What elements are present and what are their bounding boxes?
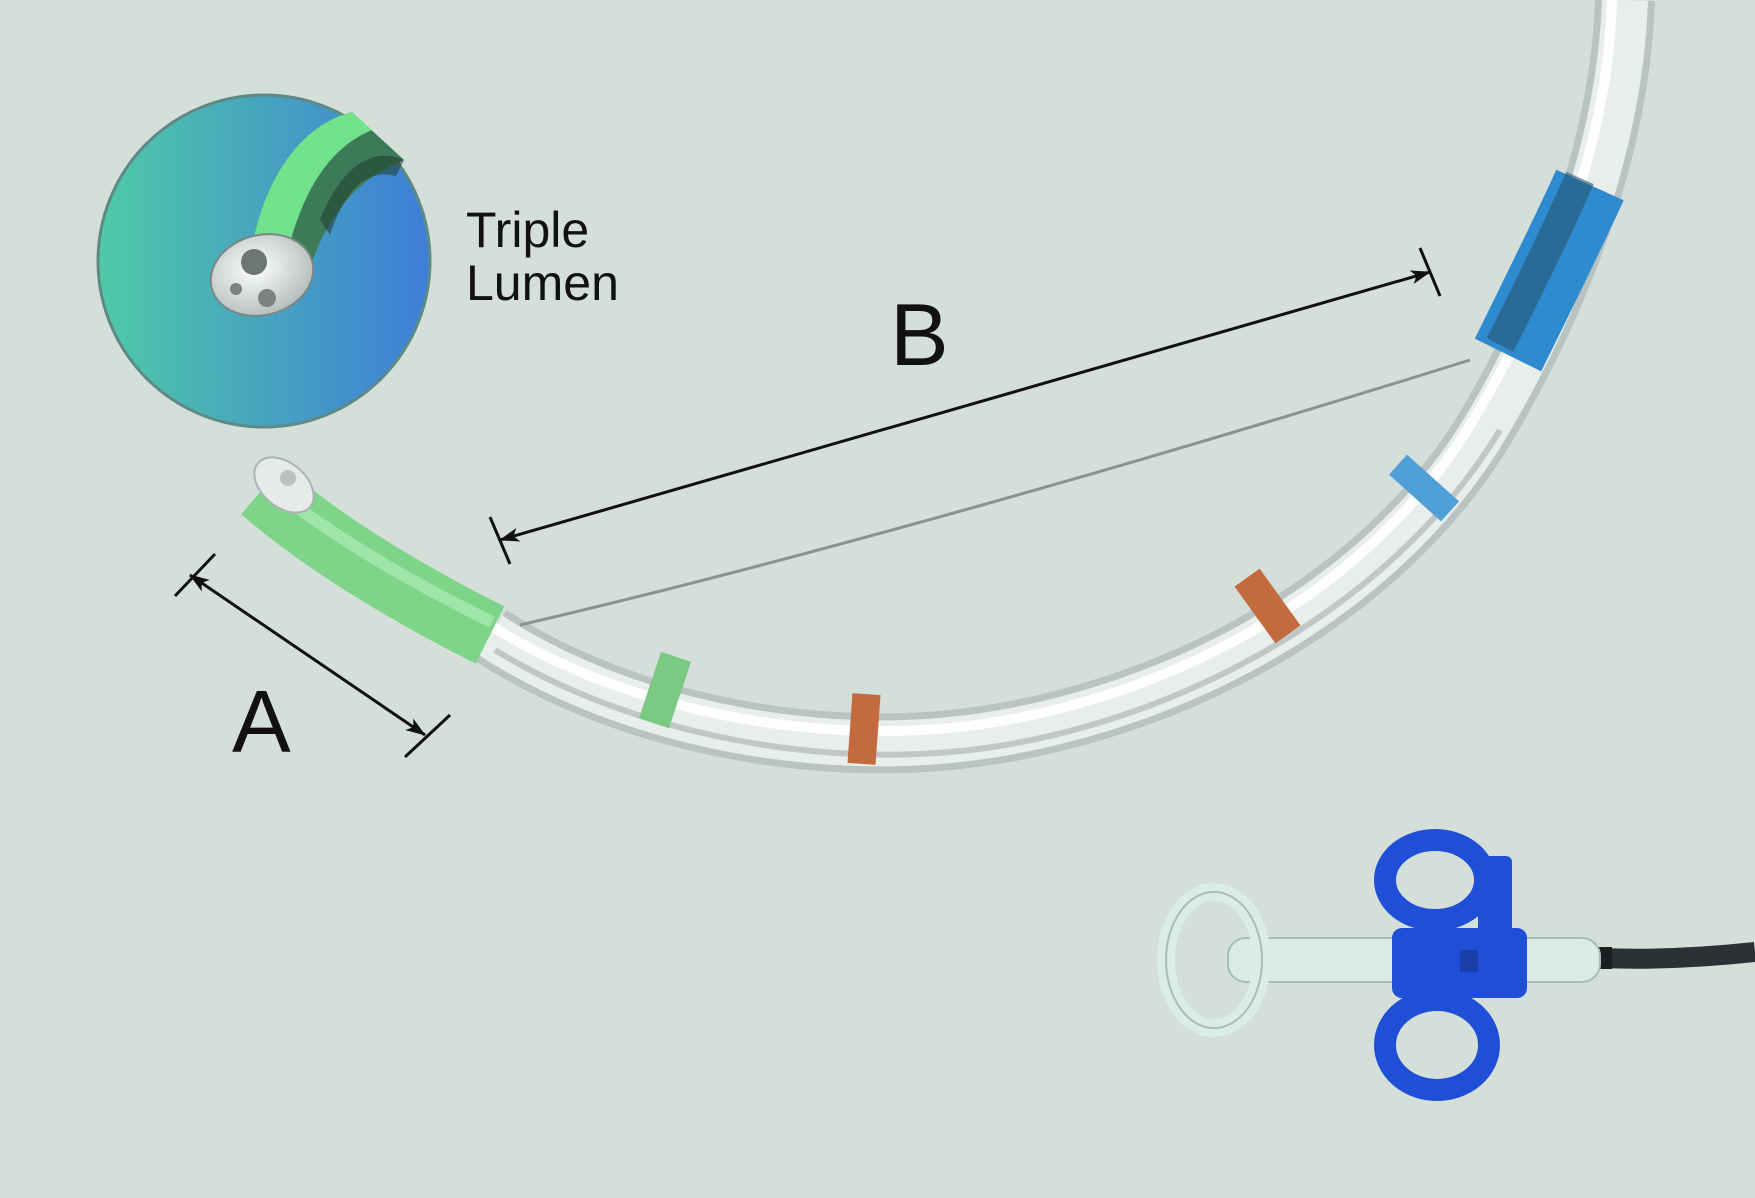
dimension-a — [173, 552, 452, 759]
band-orange-1 — [847, 693, 881, 765]
band-green — [638, 651, 692, 729]
dimension-b — [488, 247, 1442, 565]
sphincterotome-catheter-icon — [241, 0, 1655, 774]
dimension-b-label: B — [890, 285, 949, 384]
triple-lumen-tip-icon — [209, 112, 404, 317]
band-blue — [1388, 454, 1460, 522]
catheter-tube — [473, 0, 1655, 774]
dimension-a-label: A — [232, 672, 291, 771]
inset-caption-line2: Lumen — [466, 255, 619, 311]
band-orange-2 — [1234, 568, 1301, 644]
triple-lumen-inset — [96, 93, 432, 429]
three-ring-handle-icon — [1157, 829, 1755, 1101]
inset-caption-line1: Triple — [466, 202, 589, 258]
tip-end — [253, 456, 315, 514]
